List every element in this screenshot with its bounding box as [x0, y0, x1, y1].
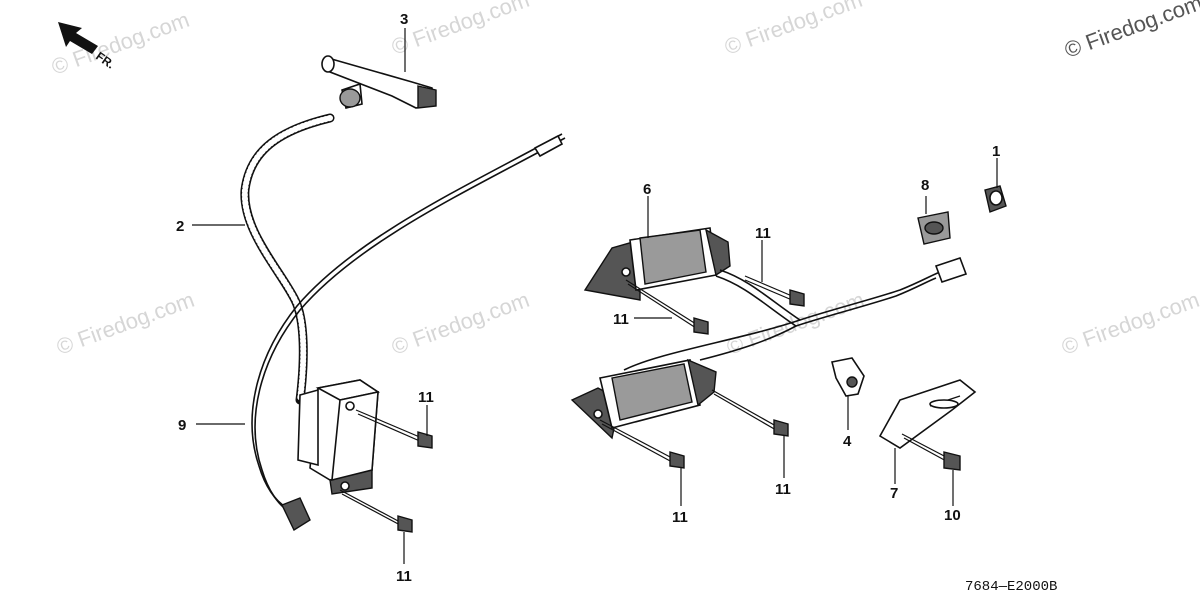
bolt-11-coil-lower	[339, 489, 413, 533]
callouts: 1 2 3 4 6 7 8 9 10 11 11 11 11 11 11	[176, 11, 1000, 585]
ignition-coil	[297, 379, 381, 495]
bolt-11-upper-right	[744, 275, 805, 307]
bolt-11-lower-left	[599, 419, 685, 469]
callout-11: 11	[775, 481, 791, 498]
callout-6: 6	[643, 181, 651, 198]
watermark: © Firedog.com	[48, 7, 192, 80]
spark-plug-cap	[321, 55, 437, 109]
grommet-1	[984, 185, 1007, 213]
callout-1: 1	[992, 143, 1000, 160]
corner-watermark: © Firedog.com	[1061, 0, 1200, 63]
callout-11: 11	[396, 568, 412, 585]
watermarks: © Firedog.com © Firedog.com © Firedog.co…	[48, 0, 1200, 360]
callout-11: 11	[418, 389, 434, 406]
callout-11: 11	[613, 311, 629, 328]
diagram-code: 7684—E2000B	[965, 579, 1057, 595]
leader-lines	[192, 28, 998, 564]
wiring-harness	[623, 256, 968, 371]
callout-4: 4	[843, 433, 852, 450]
high-tension-cable	[240, 113, 335, 405]
grommet-8	[917, 211, 951, 245]
watermark: © Firedog.com	[388, 287, 532, 360]
exciter-coil-lower	[570, 358, 717, 440]
bolt-11-coil-upper	[355, 409, 433, 449]
exciter-coil-upper	[583, 227, 731, 301]
ground-wire	[251, 133, 566, 532]
bolt-11-lower-right	[711, 389, 789, 437]
callout-11: 11	[755, 225, 771, 242]
callout-9: 9	[178, 417, 186, 434]
watermark: © Firedog.com	[53, 287, 197, 360]
callout-7: 7	[890, 485, 898, 502]
watermark: © Firedog.com	[388, 0, 532, 60]
callout-11: 11	[672, 509, 688, 526]
clamp-4	[831, 357, 865, 397]
callout-10: 10	[944, 507, 961, 524]
bolt-11-upper-left	[625, 279, 709, 335]
bolt-10	[901, 433, 961, 471]
callout-3: 3	[400, 11, 408, 28]
watermark: © Firedog.com	[721, 0, 865, 60]
callout-8: 8	[921, 177, 929, 194]
callout-2: 2	[176, 218, 184, 235]
watermark: © Firedog.com	[1058, 287, 1200, 360]
bracket-7	[878, 379, 977, 449]
